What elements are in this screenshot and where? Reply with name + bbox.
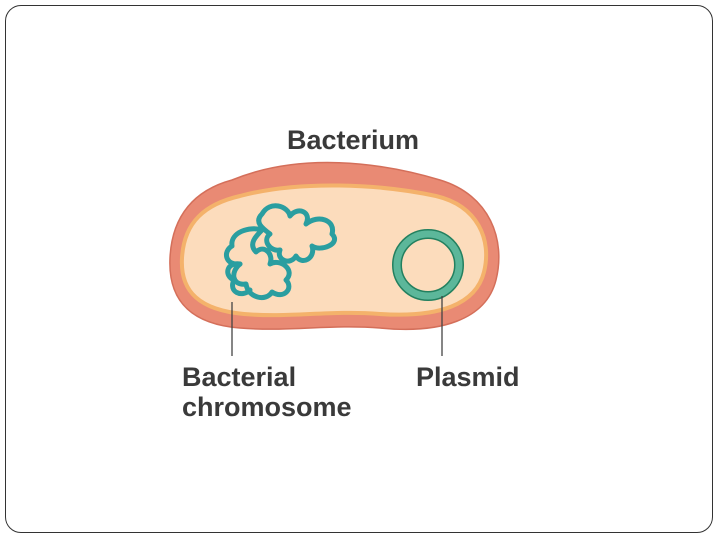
diagram-title: Bacterium xyxy=(287,125,419,155)
chromosome-label-line2: chromosome xyxy=(182,392,352,422)
chromosome-strand xyxy=(225,261,253,297)
bacterial-chromosome xyxy=(223,203,337,301)
chromosome-label-line1: Bacterial xyxy=(182,362,296,392)
plasmid-highlight xyxy=(393,230,463,300)
plasmid-label: Plasmid xyxy=(416,362,520,392)
